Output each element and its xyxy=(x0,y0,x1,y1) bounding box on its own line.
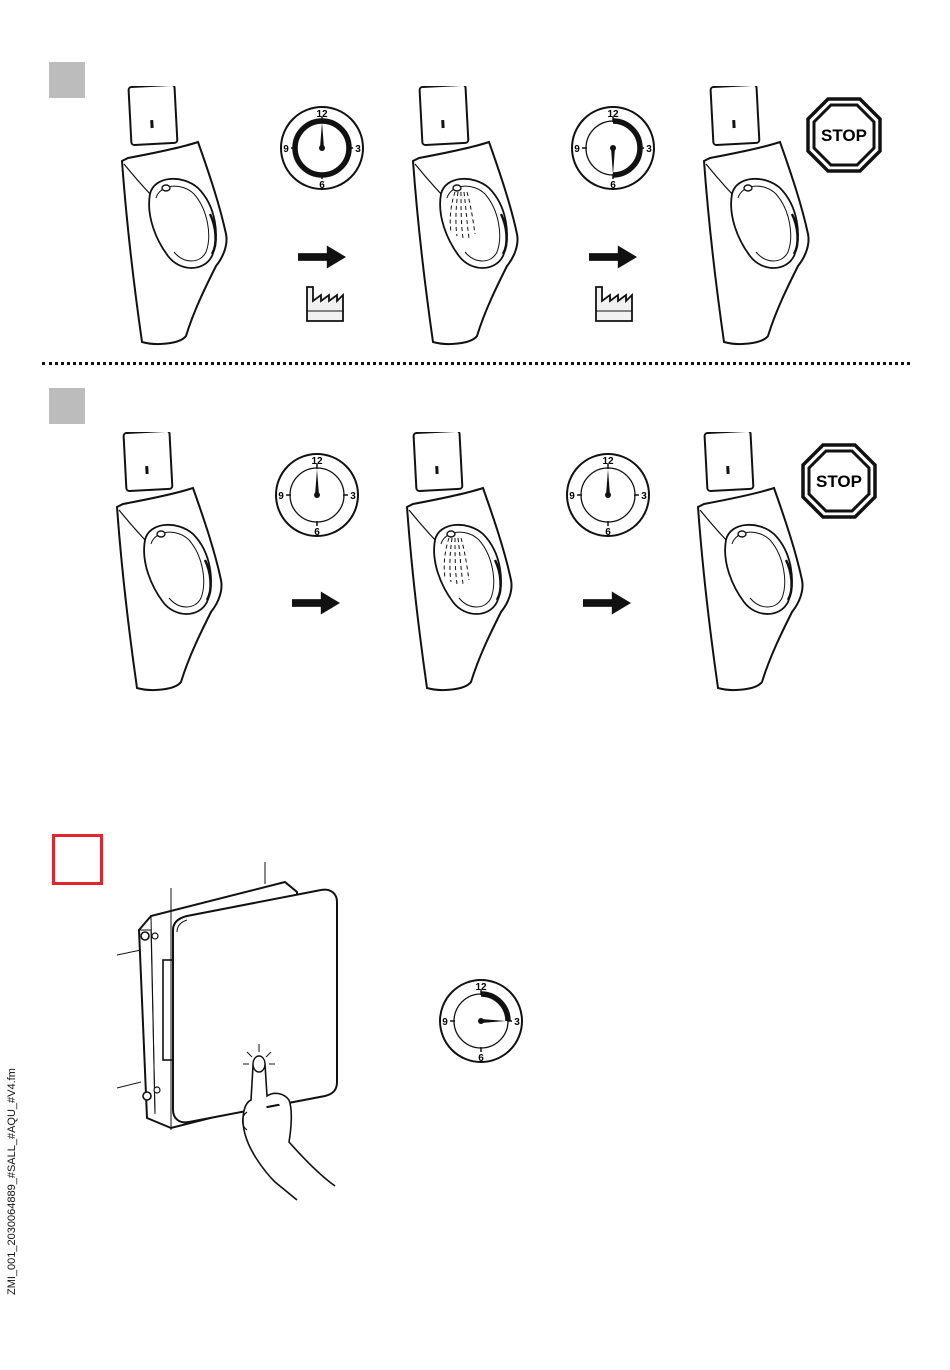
arrow-right-icon xyxy=(589,245,637,269)
clock-label-6: 6 xyxy=(319,180,325,191)
stop-sign-icon: STOP xyxy=(801,443,877,519)
urinal-flushing-icon xyxy=(405,432,525,697)
urinal-icon xyxy=(115,432,235,697)
wall-box-icon xyxy=(115,860,345,1205)
footer-filename: ZMI_001_2030064889_#SALL_#AQU_#V4.fm xyxy=(6,1068,18,1295)
clock-label-6: 6 xyxy=(610,180,616,191)
clock-label-3: 3 xyxy=(641,491,647,502)
urinal-icon xyxy=(696,432,816,697)
stop-sign-label: STOP xyxy=(821,126,867,145)
clock-label-12: 12 xyxy=(475,982,487,993)
section-separator xyxy=(42,362,910,365)
clock-label-3: 3 xyxy=(646,144,652,155)
clock-label-3: 3 xyxy=(355,144,361,155)
clock-label-6: 6 xyxy=(605,527,611,538)
clock-label-12: 12 xyxy=(311,456,323,467)
clock-label-9: 9 xyxy=(569,491,575,502)
clock-label-12: 12 xyxy=(607,109,619,120)
clock-label-12: 12 xyxy=(316,109,328,120)
arrow-right-icon xyxy=(292,591,340,615)
step-marker-grey-1 xyxy=(49,62,85,98)
clock-label-9: 9 xyxy=(283,144,289,155)
urinal-flushing-icon xyxy=(411,86,531,351)
clock-label-3: 3 xyxy=(350,491,356,502)
step-marker-grey-2 xyxy=(49,388,85,424)
clock-label-6: 6 xyxy=(478,1053,484,1064)
stop-sign-label: STOP xyxy=(816,472,862,491)
urinal-icon xyxy=(120,86,240,351)
factory-icon xyxy=(594,283,634,323)
arrow-right-icon xyxy=(583,591,631,615)
clock-label-9: 9 xyxy=(574,144,580,155)
factory-icon xyxy=(305,283,345,323)
clock-timer-icon: 12 3 6 9 xyxy=(570,105,656,191)
step-marker-red xyxy=(52,834,103,885)
arrow-right-icon xyxy=(298,245,346,269)
stop-sign-icon: STOP xyxy=(806,97,882,173)
clock-timer-icon: 12 3 6 9 xyxy=(274,452,360,538)
clock-label-9: 9 xyxy=(442,1017,448,1028)
urinal-icon xyxy=(702,86,822,351)
clock-label-12: 12 xyxy=(602,456,614,467)
clock-label-3: 3 xyxy=(514,1017,520,1028)
clock-label-9: 9 xyxy=(278,491,284,502)
clock-timer-icon: 12 3 6 9 xyxy=(565,452,651,538)
clock-label-6: 6 xyxy=(314,527,320,538)
clock-timer-icon: 12 3 6 9 xyxy=(279,105,365,191)
clock-timer-icon: 12 3 6 9 xyxy=(438,978,524,1064)
